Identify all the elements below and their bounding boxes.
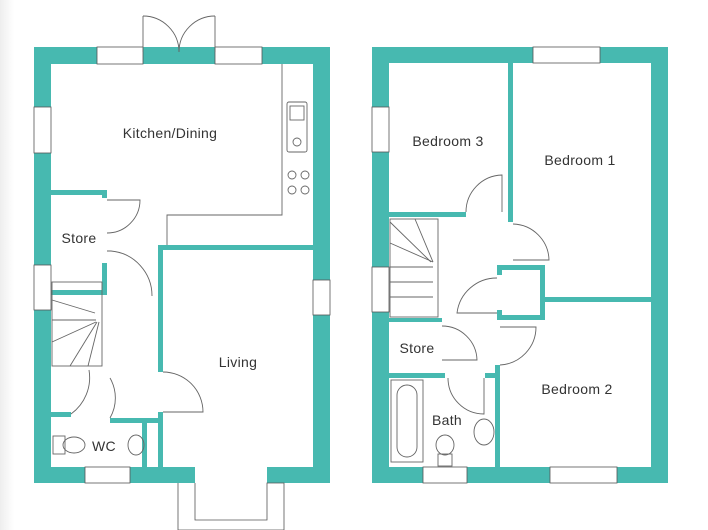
window [96, 46, 144, 65]
wall [51, 290, 107, 295]
wall [158, 412, 163, 467]
wall [508, 63, 513, 222]
sink-icon [286, 101, 308, 153]
room-label-store: Store [61, 230, 97, 246]
staircase [389, 218, 439, 318]
bathtub-icon [390, 379, 424, 463]
wall [485, 373, 500, 378]
page-edge-shadow [0, 0, 14, 530]
staircase [51, 281, 103, 367]
wall [313, 47, 330, 483]
window [84, 466, 131, 484]
wall [51, 190, 107, 195]
door-swing [441, 174, 550, 415]
wall [389, 318, 442, 322]
wall [372, 467, 668, 483]
wall [158, 245, 163, 372]
window [422, 466, 468, 484]
french-doors [142, 15, 216, 53]
room-label-bedroom-2: Bedroom 2 [541, 381, 613, 397]
bay-window [177, 482, 285, 530]
wall [267, 467, 330, 483]
basin-icon [473, 418, 495, 446]
wall [102, 263, 107, 293]
wall [372, 47, 389, 483]
wall [540, 297, 651, 302]
ground-floor-plan [33, 15, 331, 530]
hob-icon [287, 170, 310, 195]
kitchen-counter [166, 64, 283, 245]
window [371, 106, 390, 153]
window [312, 279, 331, 316]
window [214, 46, 263, 65]
room-label-living: Living [218, 354, 258, 370]
window [532, 46, 601, 64]
sink-drainer [289, 105, 305, 121]
wall [110, 418, 163, 423]
room-label-bedroom-1: Bedroom 1 [544, 152, 616, 168]
room-label-bath: Bath [432, 412, 462, 428]
window [549, 466, 618, 484]
cupboard-walls [497, 265, 545, 320]
sink-bowl [292, 137, 302, 147]
window [33, 106, 52, 154]
room-label-kitchen-dining: Kitchen/Dining [122, 125, 218, 141]
door-swing [70, 199, 204, 419]
wall [495, 365, 500, 467]
room-label-wc: WC [92, 438, 116, 454]
toilet-icon [52, 435, 86, 455]
toilet-icon [435, 434, 455, 467]
basin-icon [127, 434, 145, 456]
room-label-bedroom-3: Bedroom 3 [412, 133, 484, 149]
wall [372, 47, 668, 63]
window [371, 266, 390, 313]
wall [651, 47, 668, 483]
room-label-store-upstairs: Store [399, 340, 435, 356]
wall [389, 373, 445, 378]
wall [389, 212, 466, 217]
window [33, 264, 52, 311]
first-floor-plan [371, 46, 668, 484]
wall [142, 418, 147, 467]
wall [158, 245, 313, 250]
wall [102, 190, 107, 198]
wall [51, 412, 71, 417]
wall [34, 47, 330, 64]
